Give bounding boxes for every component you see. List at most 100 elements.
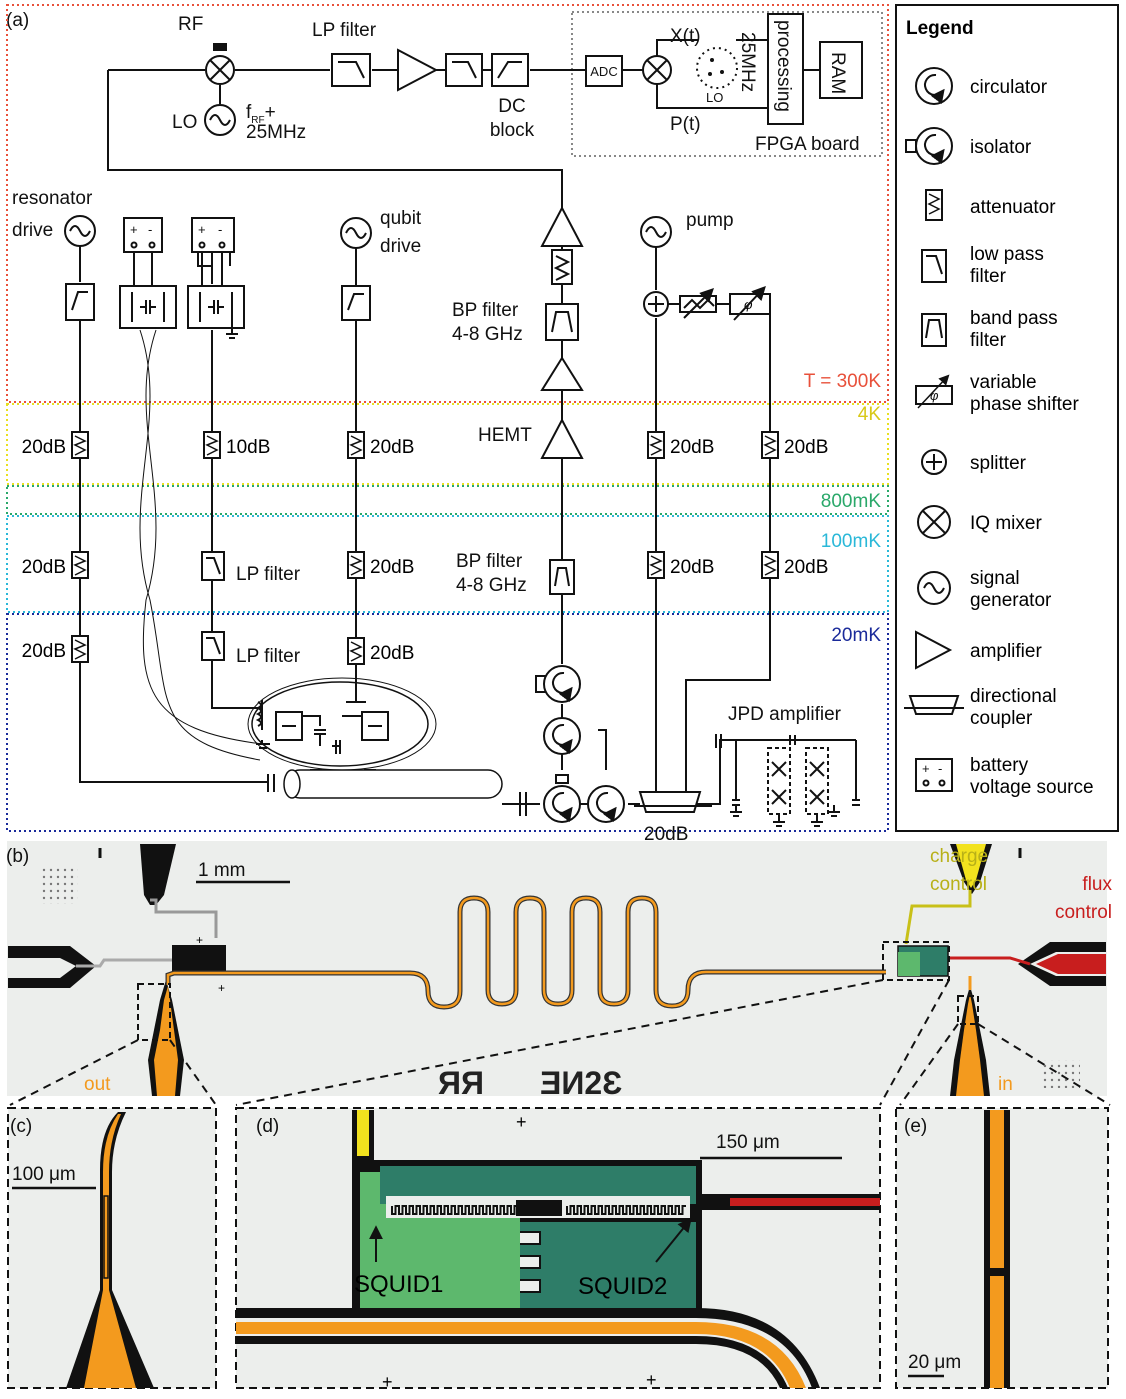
alignment-mark (42, 868, 78, 904)
iq-mixer-icon (205, 43, 235, 85)
coupler-c-gap (103, 1195, 109, 1279)
probe-pad-in-fill (956, 994, 984, 1096)
resonator-meander (166, 896, 886, 1009)
band-pass-filter-icon (549, 559, 575, 595)
isolator-icon (905, 127, 953, 165)
battery-icon: +- (123, 217, 163, 253)
resonator-drive-label-2: drive (12, 220, 53, 241)
isolator-icon (535, 665, 581, 703)
probe-pad-charge-fill (956, 844, 986, 888)
qubit-drive-generator-icon (340, 217, 372, 249)
flux-lp-filter-100mk-label: LP filter (236, 564, 301, 585)
legend-item: attenuator (925, 189, 1056, 221)
transmission-line-resonator (267, 769, 527, 816)
legend-item: amplifier (915, 630, 1042, 670)
attenuation-label: 20dB (670, 557, 714, 578)
charge-control-label-2: control (930, 874, 987, 895)
svg-text:-: - (938, 761, 942, 776)
flux-line-d (730, 1198, 880, 1206)
attenuator-icon: 20dB (761, 431, 828, 459)
attenuator-icon: 20dB (22, 431, 89, 459)
flux-line (948, 956, 1031, 966)
stage-800mk-box (6, 485, 889, 515)
temp-100mk-label: 100mK (821, 531, 882, 552)
legend-label: IQ mixer (970, 513, 1042, 534)
legend-label: low pass (970, 244, 1044, 265)
dc-block-label-2: block (490, 120, 535, 141)
legend-item: circulator (915, 67, 1048, 105)
attenuation-label: 20dB (784, 557, 828, 578)
bp-filter-low-label-2: 4-8 GHz (456, 575, 527, 596)
qubit-pad-right (520, 1222, 696, 1310)
legend-label: filter (970, 330, 1007, 351)
scale-100um-label: 100 μm (12, 1164, 76, 1185)
attenuator-icon: 20dB (647, 551, 714, 579)
jpd-amplifier-label: JPD amplifier (728, 704, 842, 725)
signal-generator-icon (204, 104, 236, 136)
legend-item: isolator (905, 127, 1032, 165)
pump-label: pump (686, 210, 734, 231)
legend-label: voltage source (970, 777, 1094, 798)
lo-label: LO (172, 112, 197, 133)
tick-mark (98, 848, 1022, 858)
legend-label: generator (970, 590, 1052, 611)
signal-generator-icon (696, 47, 738, 89)
qubit-island-left (898, 952, 920, 976)
panel-a-label: (a) (6, 10, 29, 31)
vertical-lines (79, 246, 856, 805)
attenuation-label: 20dB (370, 643, 414, 664)
comb-fingers (520, 1231, 541, 1293)
interdigitated-fingers (391, 1205, 686, 1215)
directional-coupler-icon (634, 791, 712, 813)
legend-label: attenuator (970, 197, 1056, 218)
charge-line-d (357, 1110, 369, 1156)
amplifier-icon (540, 356, 584, 391)
svg-text:-: - (218, 222, 222, 237)
splitter-icon (643, 291, 669, 317)
resonator-drive-label-1: resonator (12, 188, 93, 209)
legend-label: band pass (970, 308, 1058, 329)
legend-title: Legend (906, 18, 974, 39)
jpd-circuit (715, 734, 860, 827)
legend-label: isolator (970, 137, 1032, 158)
temp-800mk-label: 800mK (821, 491, 882, 512)
low-pass-filter-icon (331, 53, 371, 87)
probe-pad-flux-fill (1036, 954, 1106, 974)
legend: Legend circulator isolator attenuator low p… (895, 4, 1119, 832)
attenuator-icon: 20dB (347, 431, 414, 459)
out-label: out (84, 1074, 111, 1095)
high-pass-filter-icon (341, 285, 371, 321)
squid2-label: SQUID2 (578, 1273, 667, 1300)
feedline-left (76, 958, 172, 968)
probe-pad-flux (1018, 942, 1106, 986)
probe-pad-left (8, 946, 96, 988)
svg-text:+: + (130, 222, 138, 237)
legend-box (895, 4, 1119, 832)
low-pass-filter-icon (445, 53, 483, 87)
legend-label: filter (970, 266, 1007, 287)
attenuation-label: 20dB (22, 437, 66, 458)
scale-1mm-label: 1 mm (198, 860, 246, 881)
squid1-label: SQUID1 (354, 1271, 443, 1298)
charge-control-label-1: charge (930, 846, 988, 867)
legend-label: signal (970, 568, 1020, 589)
cross-mark: + (516, 1112, 527, 1132)
cross-mark: + (218, 981, 225, 995)
center-conductor-e-bottom (990, 1276, 1004, 1388)
circulator-icon (543, 717, 581, 755)
x-t-label: X(t) (670, 26, 701, 47)
svg-text:+: + (198, 222, 206, 237)
feedline-top-left (150, 898, 218, 938)
attenuation-label: 20dB (370, 437, 414, 458)
p-t-label: P(t) (670, 114, 701, 135)
coupler-attenuation-label: 20dB (644, 824, 688, 845)
zoom-box-c (137, 983, 171, 1041)
dc-block-icon (491, 53, 529, 87)
probe-pad-top-left (140, 844, 176, 905)
panel-e: (e) 20 μm (895, 1107, 1109, 1389)
panel-e-label: (e) (904, 1116, 927, 1137)
low-pass-filter-icon (201, 631, 225, 661)
